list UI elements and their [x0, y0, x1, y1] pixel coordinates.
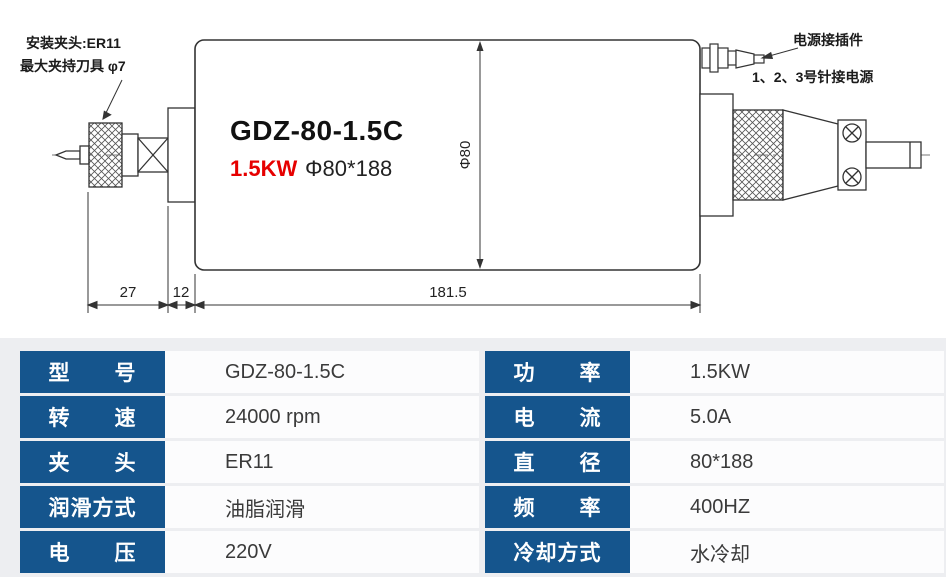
collet-neck: [121, 133, 139, 177]
model-label: GDZ-80-1.5C: [230, 115, 404, 146]
dim-flange-length: 12: [173, 284, 190, 301]
table-row: 功 率 1.5KW: [485, 351, 944, 393]
rear-cap: [699, 93, 734, 217]
spec-table-left-column: 型 号 GDZ-80-1.5C 转 速 24000 rpm 夹 头 ER11 润…: [20, 351, 479, 573]
spec-table-right-column: 功 率 1.5KW 电 流 5.0A 直 径 80*188 频 率 400HZ …: [485, 351, 944, 573]
table-row: 直 径 80*188: [485, 441, 944, 483]
spec-label-model: 型 号: [20, 351, 165, 393]
collet-nut-knurled: [88, 122, 123, 188]
table-row: 转 速 24000 rpm: [20, 396, 479, 438]
annotation-power-connector: 电源接插件: [793, 32, 863, 48]
annotation-collet-type: 安装夹头:ER11: [26, 35, 121, 51]
spec-label-frequency: 频 率: [485, 486, 630, 528]
spec-value-speed: 24000 rpm: [165, 396, 479, 438]
table-row: 冷却方式 水冷却: [485, 531, 944, 573]
spec-label-cooling: 冷却方式: [485, 531, 630, 573]
spec-value-collet: ER11: [165, 441, 479, 483]
spec-label-power: 功 率: [485, 351, 630, 393]
dimension-lines: [86, 192, 702, 313]
leader-lines: [102, 47, 799, 120]
spec-label-lubrication: 润滑方式: [20, 486, 165, 528]
spindle-drawing-svg: Φ80: [20, 32, 935, 313]
spec-value-cooling: 水冷却: [630, 531, 944, 573]
power-label: 1.5KW: [230, 156, 297, 181]
spec-value-frequency: 400HZ: [630, 486, 944, 528]
dim-body-length: 181.5: [429, 284, 467, 301]
tool-tip: [54, 150, 81, 160]
spec-label-collet: 夹 头: [20, 441, 165, 483]
front-flange: [167, 107, 196, 203]
spec-value-voltage: 220V: [165, 531, 479, 573]
front-nut-cross: [137, 137, 169, 173]
collet-assembly: [54, 107, 196, 203]
spindle-technical-drawing: Φ80: [20, 32, 935, 313]
size-label: Φ80*188: [305, 156, 392, 181]
spec-label-speed: 转 速: [20, 396, 165, 438]
spec-value-model: GDZ-80-1.5C: [165, 351, 479, 393]
annotation-max-tool: 最大夹持刀具 φ7: [20, 58, 126, 74]
table-row: 频 率 400HZ: [485, 486, 944, 528]
connector-nut-knurled: [732, 109, 784, 201]
power-plug: [701, 43, 765, 73]
output-shaft: [865, 141, 922, 169]
spec-label-voltage: 电 压: [20, 531, 165, 573]
table-row: 电 流 5.0A: [485, 396, 944, 438]
table-row: 电 压 220V: [20, 531, 479, 573]
connector-cone: [782, 109, 839, 201]
table-row: 夹 头 ER11: [20, 441, 479, 483]
spec-value-current: 5.0A: [630, 396, 944, 438]
spec-label-current: 电 流: [485, 396, 630, 438]
rear-assembly: [699, 93, 922, 217]
table-row: 润滑方式 油脂润滑: [20, 486, 479, 528]
annotation-pin-wiring: 1、2、3号针接电源: [752, 69, 873, 85]
spec-table: 型 号 GDZ-80-1.5C 转 速 24000 rpm 夹 头 ER11 润…: [0, 338, 946, 577]
spec-value-lubrication: 油脂润滑: [165, 486, 479, 528]
spec-value-power: 1.5KW: [630, 351, 944, 393]
collet-step: [79, 145, 90, 165]
spec-value-diameter: 80*188: [630, 441, 944, 483]
spindle-body: [194, 39, 701, 271]
phi80-dimension: Φ80: [457, 41, 484, 269]
spec-label-diameter: 直 径: [485, 441, 630, 483]
table-row: 型 号 GDZ-80-1.5C: [20, 351, 479, 393]
phi80-label: Φ80: [457, 141, 474, 170]
dim-collet-length: 27: [120, 284, 137, 301]
